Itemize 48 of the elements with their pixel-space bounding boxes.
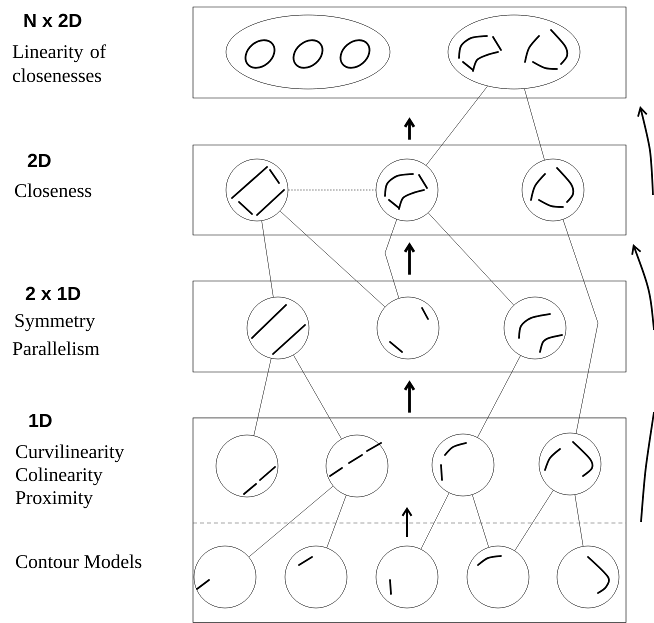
- contour-circle: [522, 158, 584, 222]
- contour-circle: [504, 296, 566, 360]
- connector-line: [562, 219, 598, 434]
- level-label: Closeness: [15, 184, 92, 198]
- connector-line: [428, 212, 514, 306]
- level-label: Colinearity: [16, 468, 103, 486]
- contour-circle: [538, 432, 602, 496]
- level-heading: 2 x 1D: [26, 286, 80, 300]
- contour-ellipse: [448, 14, 580, 90]
- contour-circle: [376, 296, 440, 360]
- contour-circle: [376, 158, 438, 222]
- level-label: Proximity: [16, 491, 93, 508]
- connector-line: [261, 220, 274, 298]
- arrow: [404, 117, 416, 140]
- contour-circle: [466, 546, 530, 608]
- connector-line: [514, 490, 554, 551]
- contour-circle: [246, 296, 310, 360]
- level-label: Symmetry: [16, 314, 96, 332]
- connector-line: [293, 354, 342, 440]
- contour-circle: [216, 434, 278, 498]
- level-label: Curvilinearity: [16, 444, 124, 462]
- arrow: [404, 380, 416, 413]
- connector-line: [420, 492, 450, 550]
- connector-line: [326, 495, 346, 548]
- connector-line: [472, 494, 489, 548]
- contour-circle: [226, 158, 288, 222]
- contour-circle: [376, 546, 438, 608]
- connector-line: [248, 486, 334, 558]
- level-label: Parallelism: [12, 342, 100, 356]
- arrow: [404, 242, 416, 275]
- contour-circle: [194, 546, 256, 608]
- connector-line: [384, 219, 400, 298]
- connector-line: [280, 210, 386, 308]
- level-heading: 2D: [28, 154, 51, 167]
- contour-ellipse: [226, 14, 390, 90]
- contour-circle: [326, 434, 388, 498]
- connector-line: [254, 358, 272, 436]
- connector-line: [426, 86, 488, 166]
- level-label: Linearity of closenesses: [12, 44, 106, 82]
- contour-circle: [432, 434, 494, 496]
- contour-circle: [556, 546, 620, 608]
- level-heading: N x 2D: [24, 14, 82, 27]
- contour-circle: [284, 546, 348, 608]
- connector-line: [477, 355, 521, 438]
- connector-line: [574, 494, 584, 546]
- connector-line: [524, 88, 545, 160]
- level-heading: 1D: [29, 414, 52, 427]
- level-label: Contour Models: [16, 554, 142, 568]
